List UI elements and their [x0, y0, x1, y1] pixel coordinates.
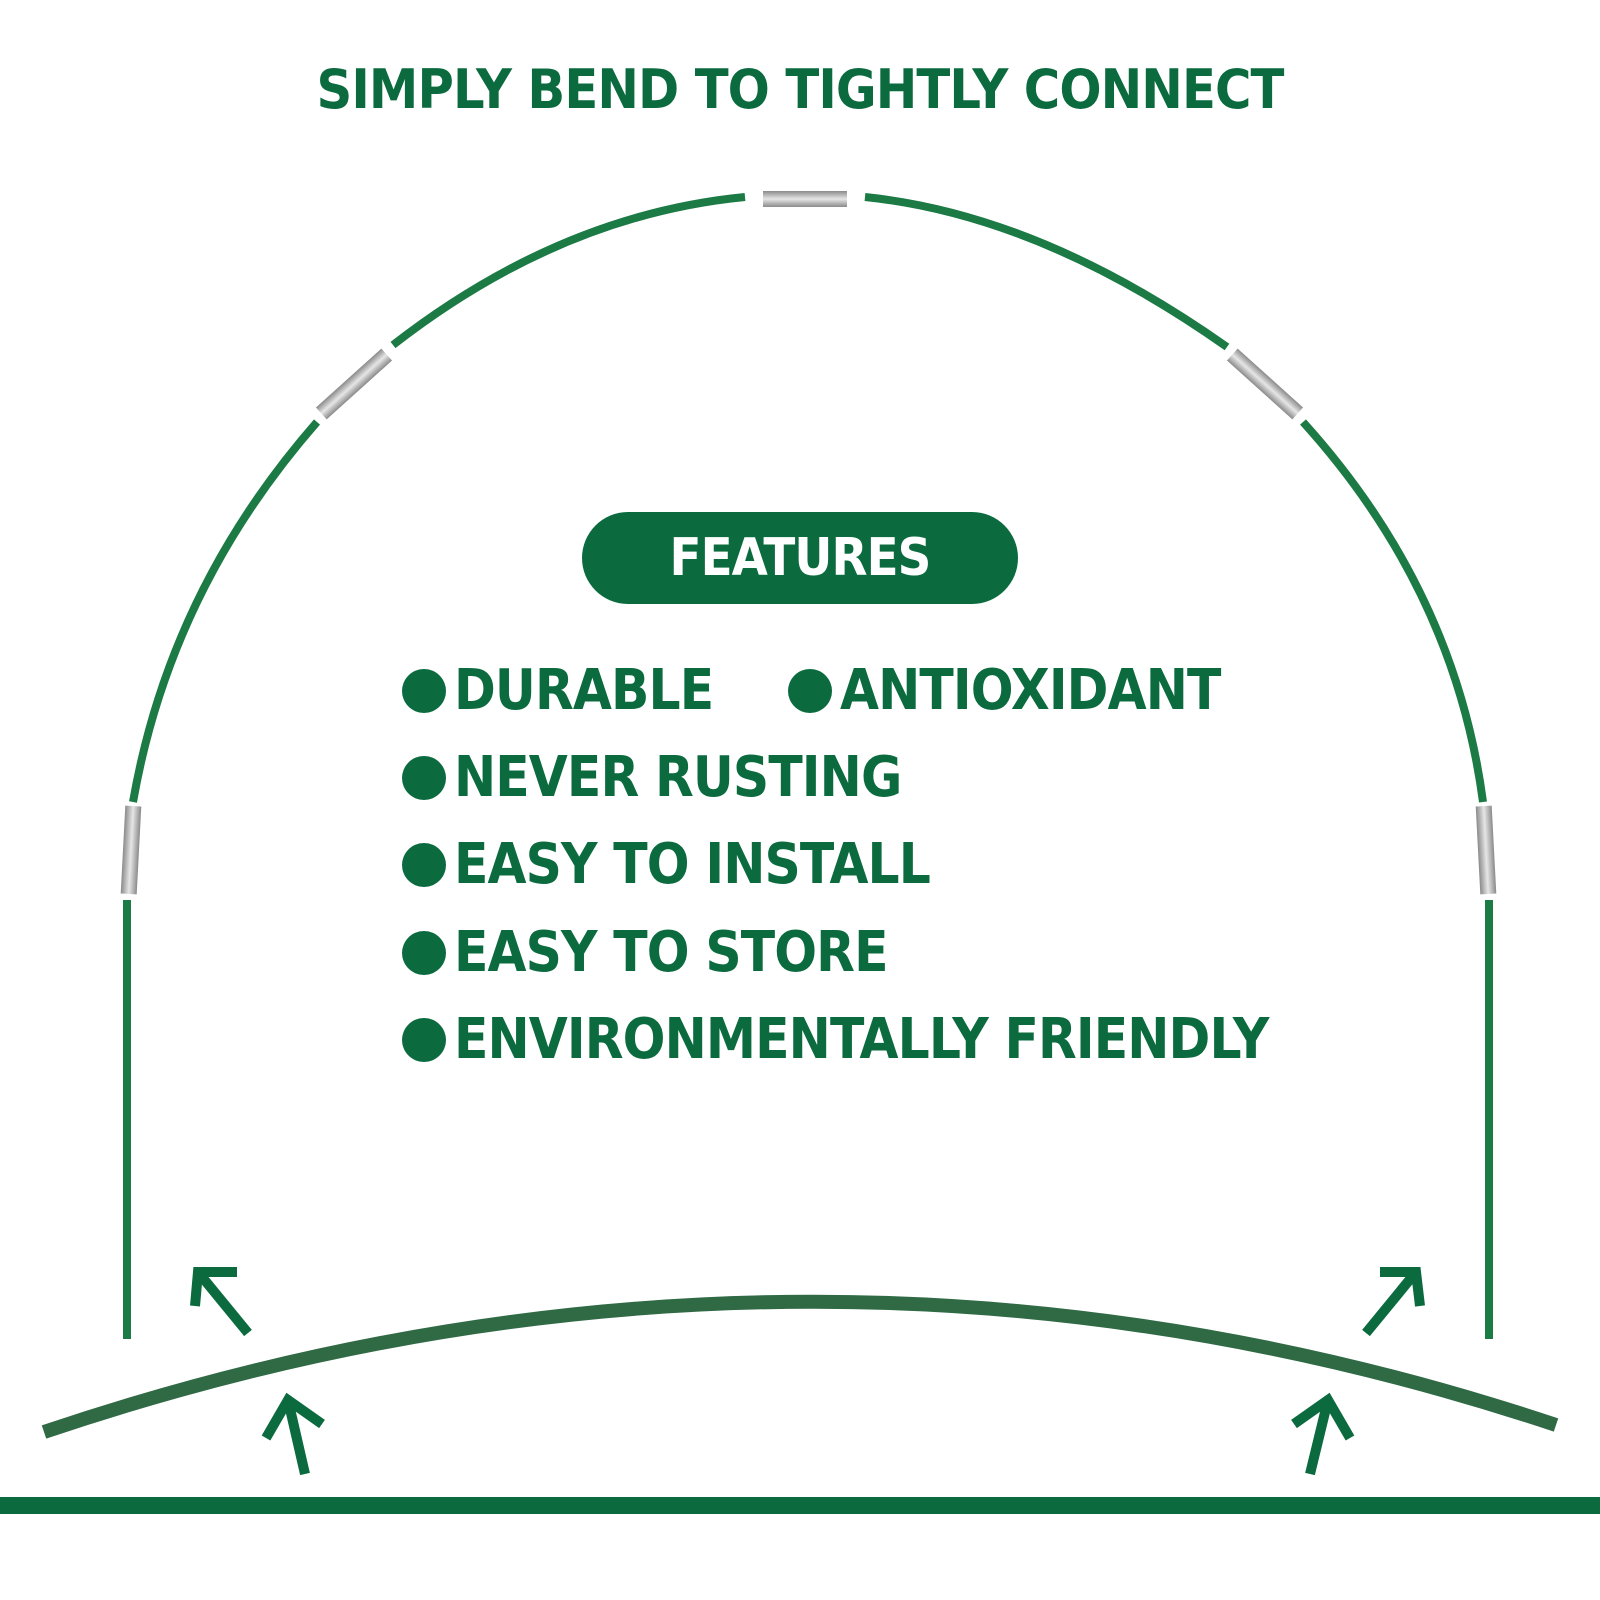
- features-badge: FEATURES: [582, 512, 1018, 604]
- feature-item: DURABLE: [402, 658, 742, 723]
- arch-pipe-upper-right: [1300, 419, 1487, 803]
- headline: SIMPLY BEND TO TIGHTLY CONNECT: [316, 58, 1285, 121]
- feature-item: EASY TO INSTALL: [402, 832, 983, 897]
- bullet-dot-icon: [788, 668, 832, 713]
- feature-item: ENVIRONMENTALLY FRIENDLY: [402, 1007, 1359, 1072]
- bullet-dot-icon: [402, 755, 446, 800]
- feature-label: NEVER RUSTING: [454, 745, 902, 810]
- feature-label: ENVIRONMENTALLY FRIENDLY: [454, 1007, 1269, 1072]
- feature-label: EASY TO STORE: [454, 920, 889, 985]
- arrow-icon: [1291, 1392, 1355, 1476]
- feature-item: ANTIOXIDANT: [788, 658, 1263, 723]
- features-badge-label: FEATURES: [669, 528, 932, 588]
- bullet-dot-icon: [402, 842, 446, 887]
- feature-label: ANTIOXIDANT: [840, 658, 1221, 723]
- bullet-dot-icon: [402, 668, 446, 713]
- arrow-icon: [1362, 1267, 1425, 1337]
- connector-right-leg: [1475, 805, 1497, 895]
- bent-pipe: [41, 1294, 1559, 1439]
- feature-item: EASY TO STORE: [402, 920, 936, 985]
- connector-top: [763, 191, 847, 207]
- feature-item: NEVER RUSTING: [402, 745, 951, 810]
- bullet-dot-icon: [402, 930, 446, 975]
- ground-line: [0, 1497, 1600, 1514]
- connector-left-leg: [120, 805, 142, 895]
- feature-label: EASY TO INSTALL: [454, 832, 931, 897]
- arch-pipe-top-left: [390, 193, 746, 349]
- feature-label: DURABLE: [454, 658, 714, 723]
- arrow-icon: [261, 1392, 325, 1476]
- arch-pipe-top-right: [864, 193, 1230, 351]
- connectors: [120, 191, 1497, 895]
- arrow-icon: [190, 1267, 252, 1337]
- connector-upper-right: [1226, 348, 1304, 420]
- connector-upper-left: [315, 348, 393, 420]
- bullet-dot-icon: [402, 1017, 446, 1062]
- arch-pipe-upper-left: [129, 419, 321, 803]
